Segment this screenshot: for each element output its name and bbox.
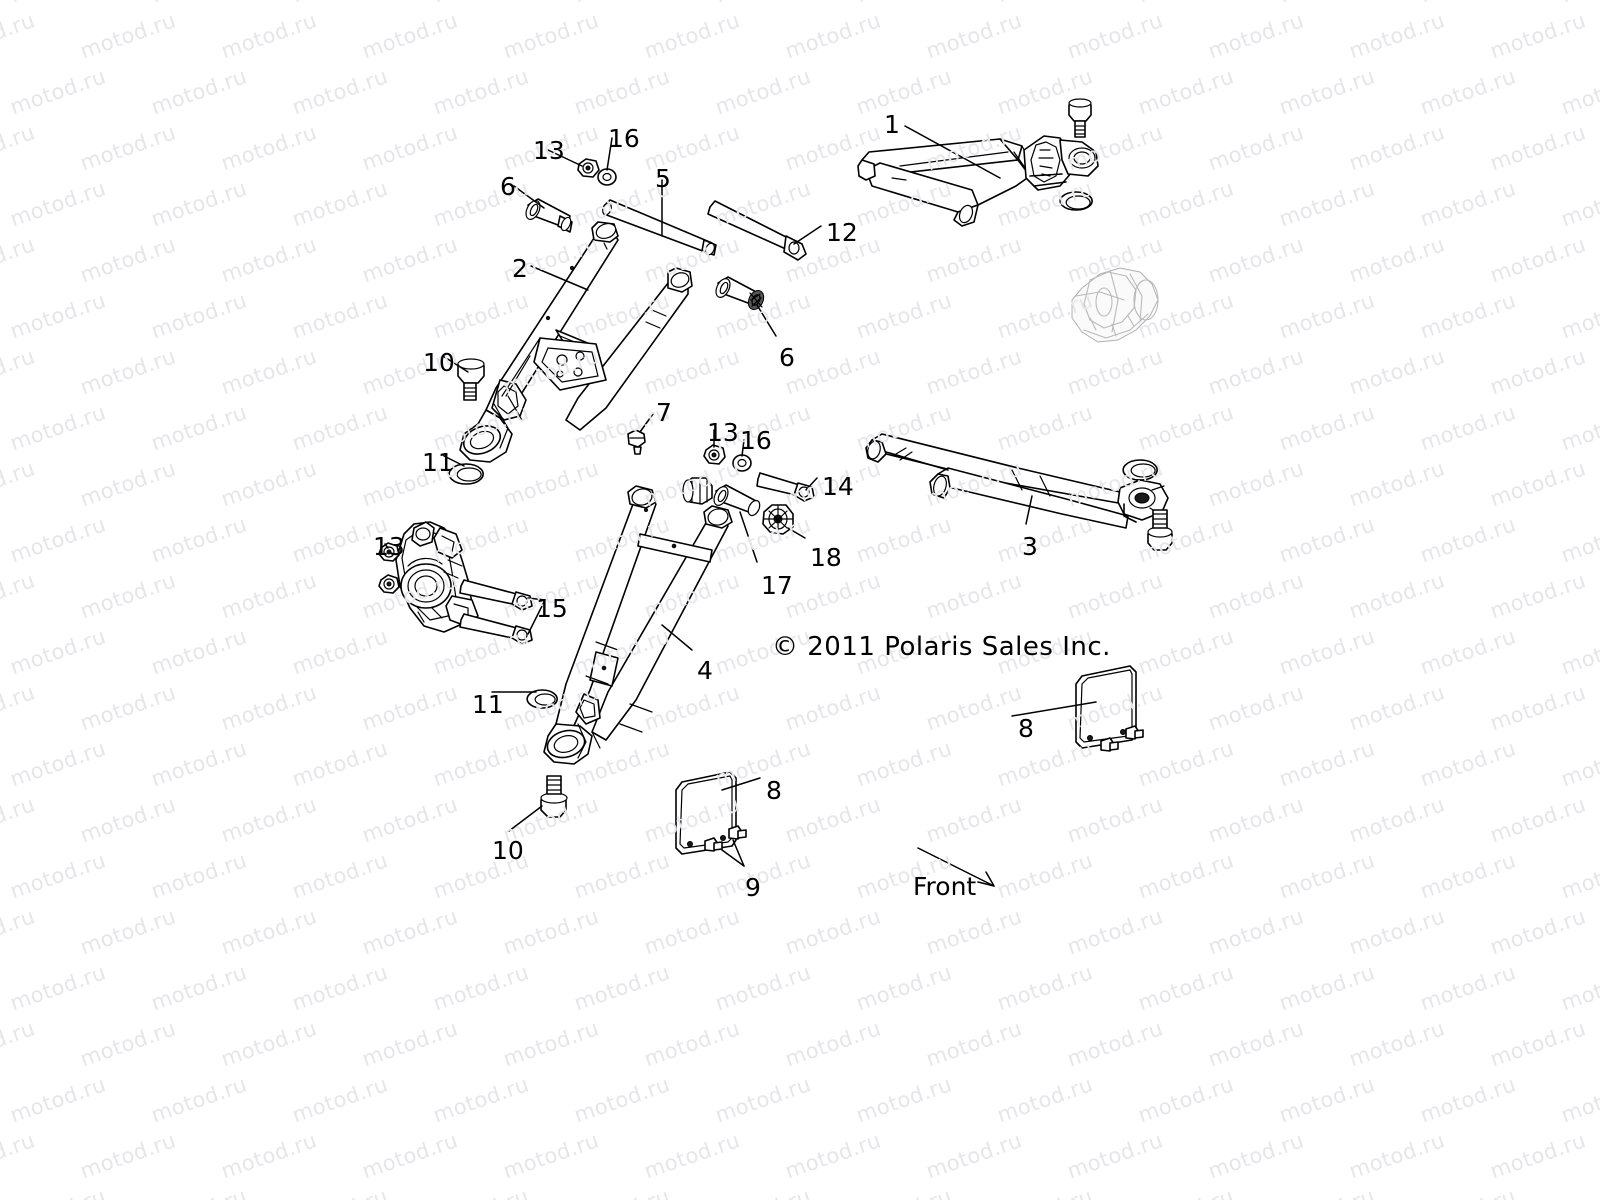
pivot-shaft-5	[602, 199, 717, 256]
sleeve-17	[713, 484, 761, 517]
retaining-ring-1	[1059, 191, 1093, 211]
bushing-18	[762, 504, 794, 535]
guard-screw-right-a	[1100, 737, 1119, 752]
bushing-flange-mid	[682, 477, 713, 505]
bushing-6b	[715, 276, 765, 310]
part-1-upper-right-control-arm[interactable]	[857, 98, 1099, 227]
guard-screw-9b	[728, 825, 747, 840]
part-4-lower-left-control-arm[interactable]	[543, 485, 733, 765]
part-3-lower-right-control-arm[interactable]	[865, 433, 1169, 529]
guard-screw-9a	[704, 837, 723, 852]
nut-13a	[577, 158, 600, 178]
front-arrow	[917, 847, 995, 887]
bolt-12	[707, 200, 807, 261]
washer-16b	[732, 454, 752, 472]
bolt-15-lower	[459, 613, 533, 645]
ball-joint-3	[1147, 509, 1173, 551]
ball-joint-stud-1	[1068, 98, 1092, 138]
ball-joint-10a	[457, 358, 485, 401]
retaining-ring-3	[1122, 459, 1158, 481]
nut-13b	[703, 444, 726, 465]
leader-lines	[384, 125, 1097, 867]
retaining-ring-11a	[448, 463, 484, 485]
bushing-6a	[525, 198, 573, 233]
washer-16a	[597, 168, 617, 186]
ghost-steering-knuckle	[1071, 267, 1159, 343]
part-2-upper-left-control-arm[interactable]	[459, 221, 693, 463]
bolt-15-upper	[459, 579, 533, 611]
ball-joint-10b	[540, 775, 568, 818]
nut-13c-second	[378, 574, 400, 594]
nut-13c	[378, 542, 400, 562]
guard-screw-right-b	[1125, 725, 1144, 740]
bolt-14	[756, 472, 815, 502]
retaining-ring-11b	[526, 689, 558, 709]
grease-fitting-7	[627, 429, 646, 455]
